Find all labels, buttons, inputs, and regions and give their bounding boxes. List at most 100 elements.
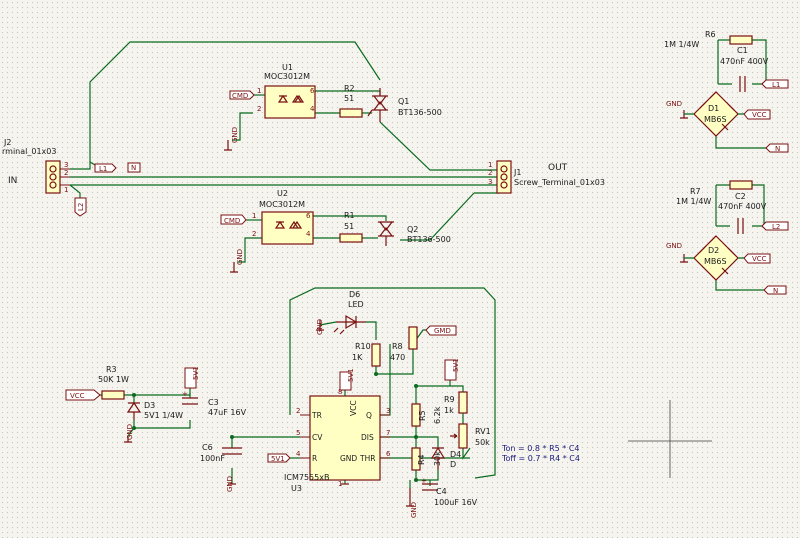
svg-text:CMD: CMD (224, 217, 240, 225)
c3-value: 47uF 16V (208, 408, 247, 417)
c2-value: 470nF 400V (718, 202, 767, 211)
resistor-r10[interactable] (371, 343, 381, 367)
resistor-r1[interactable] (339, 233, 363, 243)
d3-ref: D3 (144, 401, 155, 410)
net-label-vcc-d2[interactable]: VCC (743, 253, 771, 264)
svg-text:5: 5 (296, 429, 300, 437)
j2-ref: J2 (3, 138, 11, 147)
j2-pin-2: 2 (64, 169, 68, 177)
svg-text:GMD: GMD (434, 327, 451, 335)
resistor-r3[interactable] (101, 390, 125, 400)
net-label-n-left[interactable]: N (127, 162, 141, 173)
diode-d4[interactable] (430, 446, 446, 470)
q1-value: BT136-500 (398, 108, 442, 117)
svg-text:GND: GND (666, 100, 682, 108)
terminal-j1[interactable]: 1 2 3 (488, 160, 512, 194)
net-label-vcc-d1[interactable]: VCC (743, 109, 771, 120)
r1-ref: R1 (344, 211, 355, 220)
capacitor-c2[interactable] (737, 218, 744, 234)
svg-text:L1: L1 (772, 81, 780, 89)
net-label-l1-left[interactable]: L1 (94, 163, 117, 173)
r3-ref: R3 (106, 365, 117, 374)
svg-text:GND: GND (316, 319, 324, 335)
resistor-r8[interactable] (408, 326, 418, 350)
svg-text:1: 1 (257, 87, 261, 95)
net-label-5v1-u3-vcc[interactable]: 5V1 (339, 368, 355, 391)
resistor-r9[interactable] (458, 391, 468, 414)
r10-ref: R10 (355, 342, 371, 351)
d3-value: 5V1 1/4W (144, 411, 183, 420)
timer-ic-u3[interactable]: TR CV R Q DIS THR VCC GND 2 5 4 3 7 6 8 … (296, 388, 391, 488)
svg-text:CMD: CMD (232, 92, 248, 100)
j1-ref: J1 (513, 168, 521, 177)
c1-value: 470nF 400V (720, 57, 769, 66)
net-label-5v1-c3[interactable]: 5V1 (184, 366, 200, 389)
c2-ref: C2 (735, 192, 746, 201)
net-label-cmd-u1[interactable]: CMD (229, 90, 255, 100)
bridge-rectifier-d1[interactable] (693, 91, 739, 137)
optocoupler-u2[interactable]: 1 2 6 4 (252, 211, 314, 245)
c4-value: 100uF 16V (434, 498, 478, 507)
j2-value: rminal_01x03 (2, 147, 56, 156)
svg-text:+: + (421, 477, 427, 485)
net-label-l2-left[interactable]: L2 (74, 197, 87, 217)
svg-text:5V1: 5V1 (192, 366, 200, 380)
triac-q1[interactable] (367, 88, 388, 122)
led-d6[interactable] (333, 314, 366, 335)
d6-ref: D6 (349, 290, 360, 299)
resistor-r5[interactable] (411, 403, 421, 427)
net-label-n-d2[interactable]: N (763, 285, 787, 295)
capacitor-c1[interactable] (739, 76, 746, 92)
net-label-n-d1[interactable]: N (765, 143, 789, 153)
capacitor-c6[interactable] (222, 447, 242, 455)
u3-ref: U3 (291, 484, 302, 493)
d4-ref: D4 (450, 450, 461, 459)
capacitor-c4[interactable]: + (421, 477, 438, 491)
gnd-symbol-c4: GND (406, 488, 418, 518)
net-label-5v1-u3-reset[interactable]: 5V1 (267, 453, 291, 463)
label-in: IN (8, 176, 17, 186)
svg-text:GND: GND (126, 424, 134, 440)
net-label-l2-right[interactable]: L2 (761, 221, 789, 231)
r9-value: 1k (444, 406, 454, 415)
zener-d3[interactable] (126, 401, 142, 420)
net-label-cmd-u2[interactable]: CMD (220, 214, 247, 225)
note-ton: Ton = 0.8 * R5 * C4 (501, 444, 580, 453)
svg-text:GND: GND (226, 476, 234, 492)
svg-text:6: 6 (310, 87, 315, 95)
resistor-r6[interactable] (729, 35, 753, 45)
svg-text:4: 4 (310, 105, 315, 113)
gnd-symbol-u1: GND (224, 127, 239, 151)
triac-q2[interactable] (378, 221, 394, 246)
svg-text:7: 7 (386, 429, 390, 437)
potentiometer-rv1[interactable] (450, 423, 468, 449)
net-label-vcc-supply[interactable]: VCC (65, 389, 101, 401)
svg-text:8: 8 (338, 388, 342, 396)
u3-value: ICM7555xB (284, 473, 329, 482)
svg-text:THR: THR (359, 454, 375, 463)
bridge-rectifier-d2[interactable] (693, 235, 739, 281)
net-label-gmd[interactable]: GMD (425, 325, 457, 336)
gnd-symbol-d2: GND (666, 242, 688, 263)
terminal-j2[interactable]: 3 2 1 (45, 160, 70, 194)
r10-value: 1K (352, 353, 363, 362)
resistor-r2[interactable] (339, 108, 363, 118)
net-label-l1-right[interactable]: L1 (761, 79, 789, 89)
gnd-symbol-led: GND (316, 319, 324, 335)
label-out: OUT (548, 163, 568, 173)
resistor-r4[interactable] (411, 447, 421, 471)
svg-text:L2: L2 (77, 203, 85, 211)
svg-text:GND: GND (231, 127, 239, 143)
svg-text:R: R (312, 454, 317, 463)
optocoupler-u1[interactable]: 1 2 6 4 (257, 85, 316, 119)
gnd-symbol-d1: GND (666, 100, 688, 119)
net-label-5v1-r9[interactable]: 5V1 (444, 358, 460, 381)
resistor-r7[interactable] (729, 180, 753, 190)
capacitor-c3[interactable]: + (182, 390, 198, 405)
u2-ref: U2 (277, 189, 288, 198)
gnd-symbol-u2: GND (230, 249, 244, 273)
d6-value: LED (348, 300, 364, 309)
rv1-value: 50k (475, 438, 490, 447)
